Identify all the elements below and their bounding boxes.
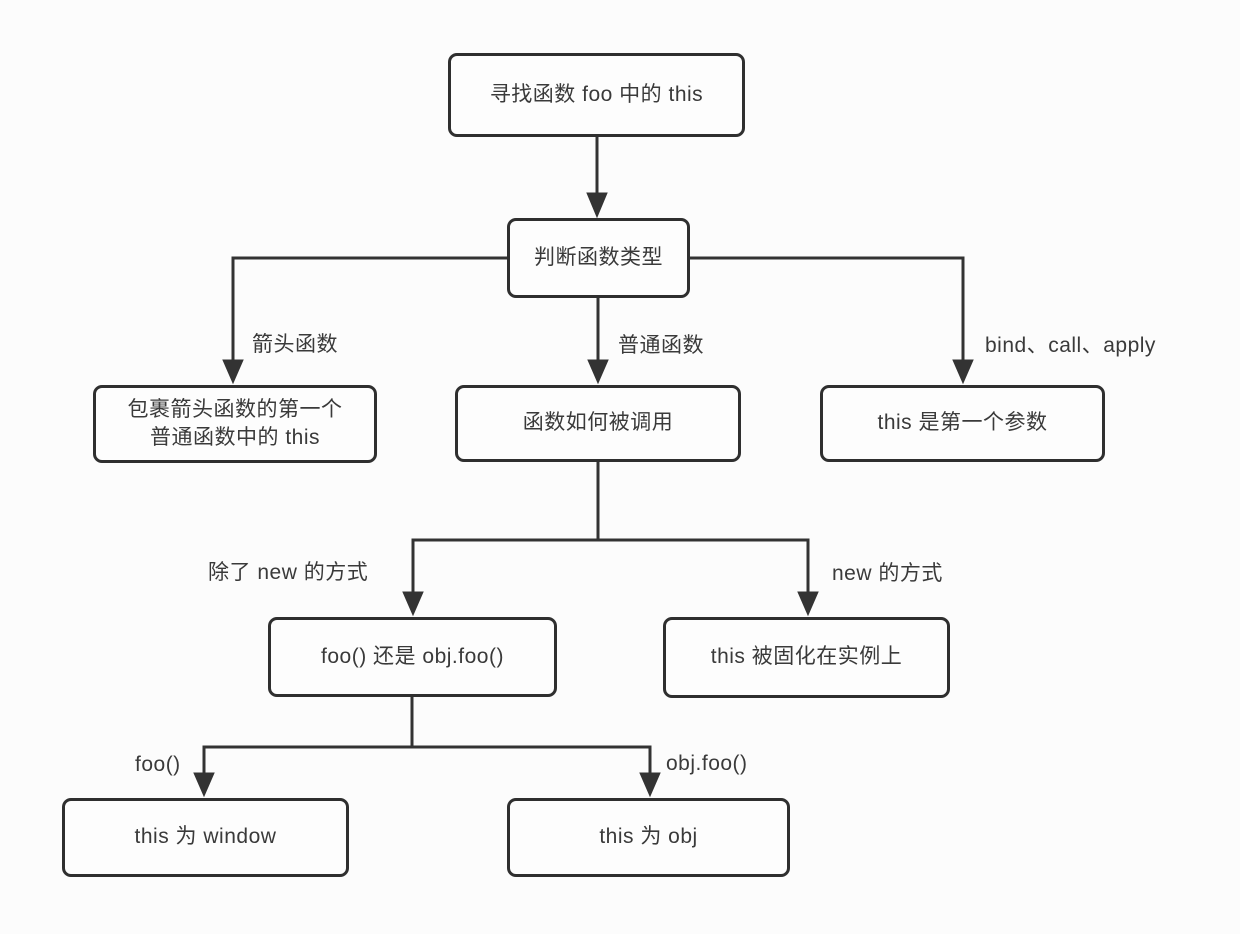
- edge-judge-to-arrowfn: [231, 256, 507, 361]
- node-judge-type: 判断函数类型: [507, 218, 690, 298]
- node-root: 寻找函数 foo 中的 this: [448, 53, 745, 137]
- node-this-window: this 为 window: [62, 798, 349, 877]
- node-judge-type-label: 判断函数类型: [534, 245, 663, 269]
- arrowhead-down-icon: [587, 359, 609, 385]
- edge-judge-to-firstparam: [690, 256, 965, 361]
- node-call-form: foo() 还是 obj.foo(): [268, 617, 557, 697]
- edge-howcalled-to-callform: [411, 462, 600, 593]
- node-arrow-wrap: 包裹箭头函数的第一个 普通函数中的 this: [93, 385, 377, 463]
- node-arrow-wrap-label-line2: 普通函数中的 this: [149, 426, 320, 449]
- edge-label-obj-foo-call: obj.foo(): [666, 752, 748, 775]
- arrowhead-down-icon: [797, 591, 819, 617]
- node-new-fixed: this 被固化在实例上: [663, 617, 950, 698]
- edge-howcalled-to-newfixed: [598, 538, 810, 593]
- edge-label-normal-fn: 普通函数: [618, 334, 704, 357]
- node-new-fixed-label: this 被固化在实例上: [710, 645, 903, 669]
- arrowhead-down-icon: [952, 359, 974, 385]
- edge-label-foo-call: foo(): [135, 753, 181, 776]
- edge-label-arrow-fn: 箭头函数: [252, 333, 338, 356]
- node-call-form-label: foo() 还是 obj.foo(): [321, 644, 504, 668]
- edge-label-not-new: 除了 new 的方式: [208, 561, 369, 584]
- arrowhead-down-icon: [586, 192, 608, 219]
- node-arrow-wrap-label-line1: 包裹箭头函数的第一个: [127, 397, 343, 421]
- node-this-obj-label: this 为 obj: [599, 825, 698, 849]
- edge-callform-to-window: [202, 697, 414, 774]
- arrowhead-down-icon: [402, 591, 424, 617]
- edge-callform-to-obj: [412, 745, 652, 774]
- node-this-window-label: this 为 window: [134, 825, 277, 849]
- arrowhead-down-icon: [193, 772, 215, 798]
- edge-label-new-way: new 的方式: [832, 562, 943, 585]
- edge-label-bind-call-apply: bind、call、apply: [985, 334, 1156, 357]
- node-first-param-label: this 是第一个参数: [877, 411, 1048, 435]
- node-first-param: this 是第一个参数: [820, 385, 1105, 462]
- arrowhead-down-icon: [639, 772, 661, 798]
- arrowhead-down-icon: [222, 359, 244, 385]
- node-root-label: 寻找函数 foo 中的 this: [489, 82, 704, 106]
- node-how-called-label: 函数如何被调用: [522, 411, 674, 435]
- node-this-obj: this 为 obj: [507, 798, 790, 877]
- node-how-called: 函数如何被调用: [455, 385, 741, 462]
